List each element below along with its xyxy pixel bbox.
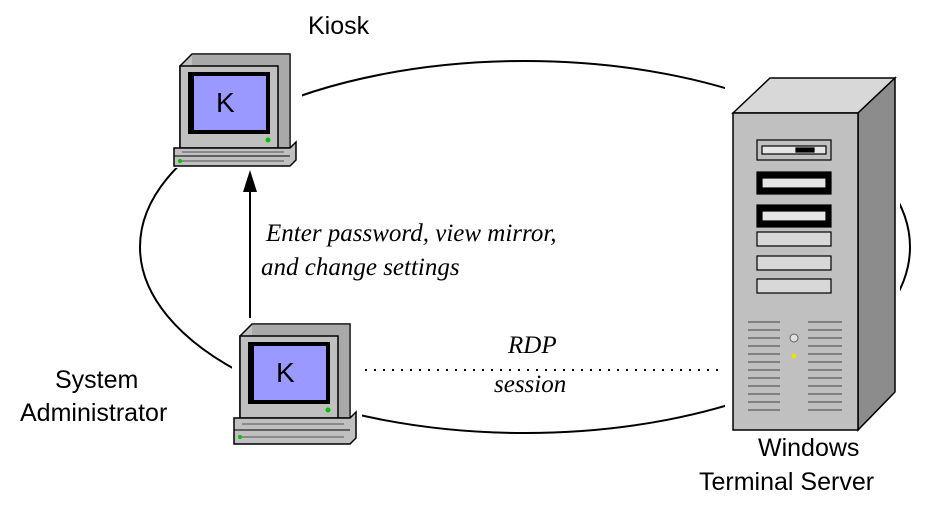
server-drive-bays	[756, 139, 832, 294]
kiosk-computer-icon: K	[172, 48, 302, 168]
kiosk-screen-letter: K	[216, 87, 235, 118]
server-vents	[748, 321, 842, 411]
admin-screen-letter: K	[276, 357, 295, 388]
server-label-line2: Terminal Server	[699, 468, 874, 496]
admin-computer-icon: K	[232, 318, 362, 448]
rdp-label-line2: session	[494, 371, 566, 398]
kiosk-screen	[194, 76, 266, 130]
arrow-label-line1: Enter password, view mirror,	[265, 220, 557, 247]
server-label-line1: Windows	[758, 434, 859, 462]
admin-label-line2: Administrator	[20, 399, 167, 427]
admin-power-led	[325, 407, 331, 413]
network-loop	[139, 60, 911, 434]
server-power-led	[791, 353, 797, 359]
server-power-button	[789, 333, 799, 343]
admin-to-kiosk-arrow	[243, 170, 257, 318]
kiosk-label: Kiosk	[308, 12, 370, 40]
admin-label-line1: System	[55, 366, 138, 394]
rdp-label-line1: RDP	[507, 332, 557, 359]
arrow-label-line2: and change settings	[261, 254, 460, 281]
kiosk-power-led	[265, 137, 271, 143]
server-tower-icon	[725, 75, 900, 435]
admin-screen	[254, 346, 326, 400]
